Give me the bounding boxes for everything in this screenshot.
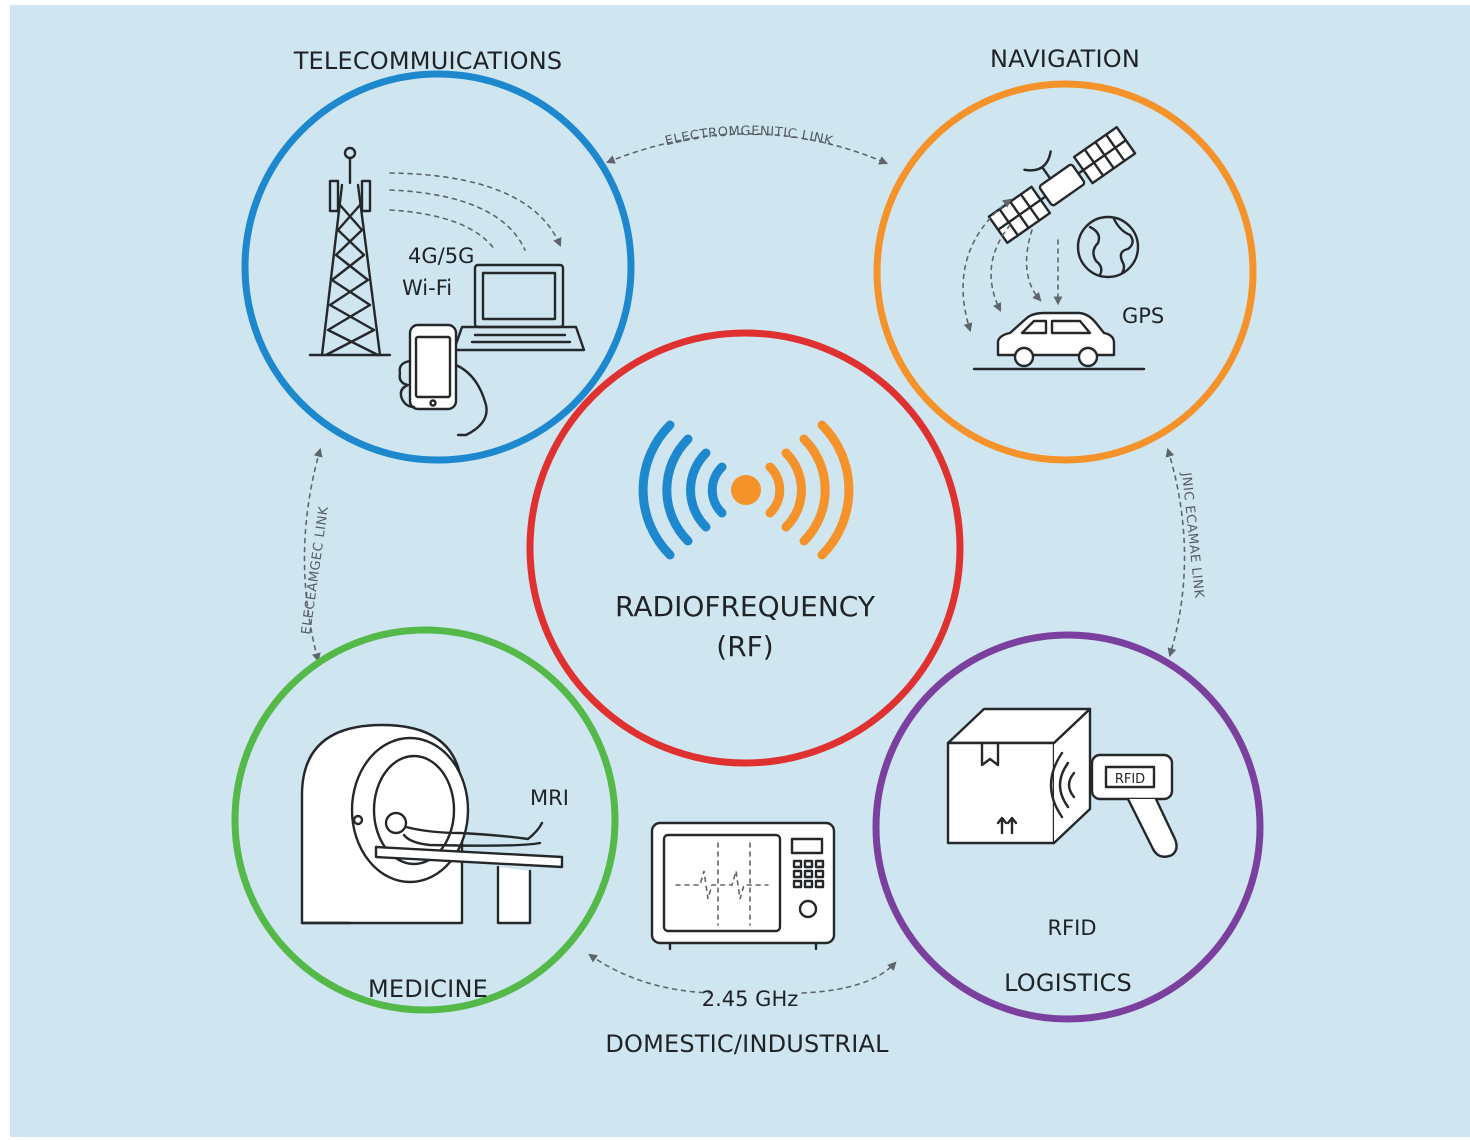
link-left: ELECEAMGEC LINK — [299, 447, 332, 663]
package-box-icon — [946, 707, 1092, 845]
logistics-title: LOGISTICS — [1004, 969, 1132, 997]
medicine-ring — [231, 626, 619, 1014]
logistics-ring — [872, 631, 1264, 1023]
rfid-scanner-icon: RFID — [1090, 753, 1178, 858]
mri-scanner-icon — [300, 723, 470, 925]
link-right-label: JNIC ECAMAE LINK — [1178, 471, 1206, 599]
center-title-line2: (RF) — [716, 630, 773, 663]
link-right: JNIC ECAMAE LINK — [1165, 447, 1206, 658]
medicine-detail: MRI — [530, 786, 569, 810]
link-top-label: ELECTROMGENITIC LINK — [664, 124, 835, 149]
center-rf-node: RADIOFREQUENCY (RF) — [526, 329, 964, 767]
patient-icon — [384, 811, 544, 847]
diagram-canvas: ELECTROMGENITIC LINK ELECEAMGEC LINK JNI… — [10, 5, 1470, 1137]
car-icon — [972, 311, 1146, 371]
navigation-ring — [873, 80, 1257, 464]
globe-icon — [1076, 215, 1140, 279]
gps-signal-paths — [962, 198, 1063, 333]
smartphone-in-hand-icon — [398, 323, 488, 437]
domestic-detail: 2.45 GHz — [702, 987, 799, 1011]
telecom-ring — [241, 70, 635, 464]
navigation-title: NAVIGATION — [990, 45, 1140, 73]
center-ring — [526, 329, 964, 767]
rfid-scan-waves — [1049, 751, 1076, 819]
logistics-node: RFID RFID LOGISTICS — [872, 631, 1264, 1023]
link-bottom — [588, 953, 897, 994]
navigation-detail: GPS — [1122, 304, 1164, 328]
microwave-oven-icon — [650, 821, 836, 951]
laptop-icon — [452, 263, 586, 352]
rfid-scanner-label: RFID — [1115, 772, 1145, 787]
center-title-line1: RADIOFREQUENCY — [615, 590, 876, 623]
logistics-detail: RFID — [1047, 916, 1096, 940]
telecom-detail-2: Wi-Fi — [402, 276, 452, 300]
signal-waves — [389, 172, 562, 251]
link-top: ELECTROMGENITIC LINK — [605, 124, 889, 165]
rf-waves-icon — [638, 420, 854, 560]
medicine-node: MRI MEDICINE — [231, 626, 619, 1014]
cell-tower-icon — [308, 146, 392, 357]
patient-bed-icon — [374, 845, 564, 925]
medicine-title: MEDICINE — [368, 975, 488, 1003]
satellite-icon — [987, 125, 1137, 245]
navigation-node: NAVIGATION GPS — [873, 45, 1257, 464]
telecom-title: TELECOMMUICATIONS — [293, 47, 563, 75]
domestic-node: 2.45 GHz DOMESTIC/INDUSTRIAL — [605, 821, 889, 1058]
link-left-label: ELECEAMGEC LINK — [299, 505, 332, 635]
domestic-title: DOMESTIC/INDUSTRIAL — [605, 1030, 889, 1058]
telecom-detail-1: 4G/5G — [408, 244, 474, 268]
telecom-node: TELECOMMUICATIONS 4G/5G Wi-Fi — [241, 47, 635, 464]
